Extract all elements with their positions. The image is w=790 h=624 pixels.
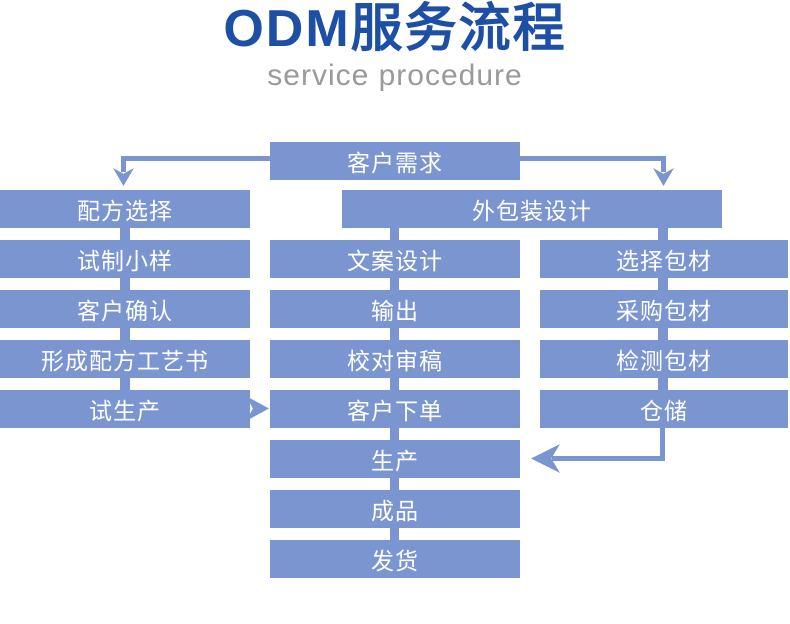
flow-node-finished-product: 成品 xyxy=(270,490,520,528)
flow-node-label: 文案设计 xyxy=(347,248,443,274)
flow-node-label: 校对审稿 xyxy=(347,348,443,374)
connector-production-to-finished-product xyxy=(390,478,399,490)
flow-node-label: 配方选择 xyxy=(77,198,173,224)
flow-node-production: 生产 xyxy=(270,440,520,478)
flow-node-customer-confirm: 客户确认 xyxy=(0,290,250,328)
connector-trial-sample-to-customer-confirm xyxy=(120,278,130,290)
line-warehousing-down-vertical xyxy=(660,428,665,460)
flow-node-copy-design: 文案设计 xyxy=(270,240,520,278)
line-warehousing-to-production-horizontal xyxy=(552,456,665,461)
flow-node-trial-sample: 试制小样 xyxy=(0,240,250,278)
connector-customer-order-to-production xyxy=(390,428,399,440)
flow-node-proofreading: 校对审稿 xyxy=(270,340,520,378)
connector-test-packaging-to-warehousing xyxy=(658,378,668,390)
flow-node-label: 检测包材 xyxy=(616,348,712,374)
connector-purchase-packaging-to-test-packaging xyxy=(658,328,668,340)
line-customer-demand-right-horizontal xyxy=(520,156,666,161)
flow-node-label: 形成配方工艺书 xyxy=(41,348,209,374)
connector-formula-selection-to-trial-sample xyxy=(120,228,130,240)
connector-select-packaging-to-purchase-packaging xyxy=(658,278,668,290)
flow-node-label: 客户确认 xyxy=(77,298,173,324)
connector-copy-design-to-output xyxy=(390,278,399,290)
flow-node-formula-process-book: 形成配方工艺书 xyxy=(0,340,250,378)
flow-node-label: 成品 xyxy=(371,498,419,524)
connector-finished-product-to-shipping xyxy=(390,528,399,540)
flow-node-customer-order: 客户下单 xyxy=(270,390,520,428)
flow-node-label: 外包装设计 xyxy=(472,198,592,224)
line-customer-demand-left-vertical xyxy=(121,158,126,172)
line-customer-demand-left-horizontal xyxy=(121,156,270,161)
flow-node-formula-selection: 配方选择 xyxy=(0,190,250,228)
flow-node-label: 采购包材 xyxy=(616,298,712,324)
connector-proofreading-to-customer-order xyxy=(390,378,399,390)
flow-node-label: 试生产 xyxy=(89,398,161,424)
flow-node-test-packaging: 检测包材 xyxy=(540,340,788,378)
flow-node-label: 客户下单 xyxy=(347,398,443,424)
flow-node-label: 发货 xyxy=(371,548,419,574)
flow-node-shipping: 发货 xyxy=(270,540,520,578)
flow-node-packaging-design: 外包装设计 xyxy=(342,190,722,228)
connector-customer-confirm-to-formula-process-book xyxy=(120,328,130,340)
header: ODM服务流程 service procedure xyxy=(0,0,790,92)
connector-output-to-proofreading xyxy=(390,328,399,340)
flow-node-label: 客户需求 xyxy=(347,150,443,176)
connector-packaging-design-to-copy-design xyxy=(390,228,399,240)
flow-node-label: 输出 xyxy=(371,298,419,324)
flow-node-label: 仓储 xyxy=(640,398,688,424)
flow-node-purchase-packaging: 采购包材 xyxy=(540,290,788,328)
page-subtitle: service procedure xyxy=(267,58,523,92)
flow-node-customer-demand: 客户需求 xyxy=(270,142,520,180)
connector-formula-process-book-to-trial-production xyxy=(120,378,130,390)
page-title: ODM服务流程 xyxy=(223,0,567,58)
flow-node-trial-production: 试生产 xyxy=(0,390,250,428)
flow-node-label: 试制小样 xyxy=(77,248,173,274)
flow-node-label: 选择包材 xyxy=(616,248,712,274)
connector-packaging-design-to-select-packaging xyxy=(658,228,668,240)
flow-node-output: 输出 xyxy=(270,290,520,328)
flow-node-warehousing: 仓储 xyxy=(540,390,788,428)
flow-node-select-packaging: 选择包材 xyxy=(540,240,788,278)
flow-node-label: 生产 xyxy=(371,448,419,474)
line-customer-demand-right-vertical xyxy=(661,158,666,172)
